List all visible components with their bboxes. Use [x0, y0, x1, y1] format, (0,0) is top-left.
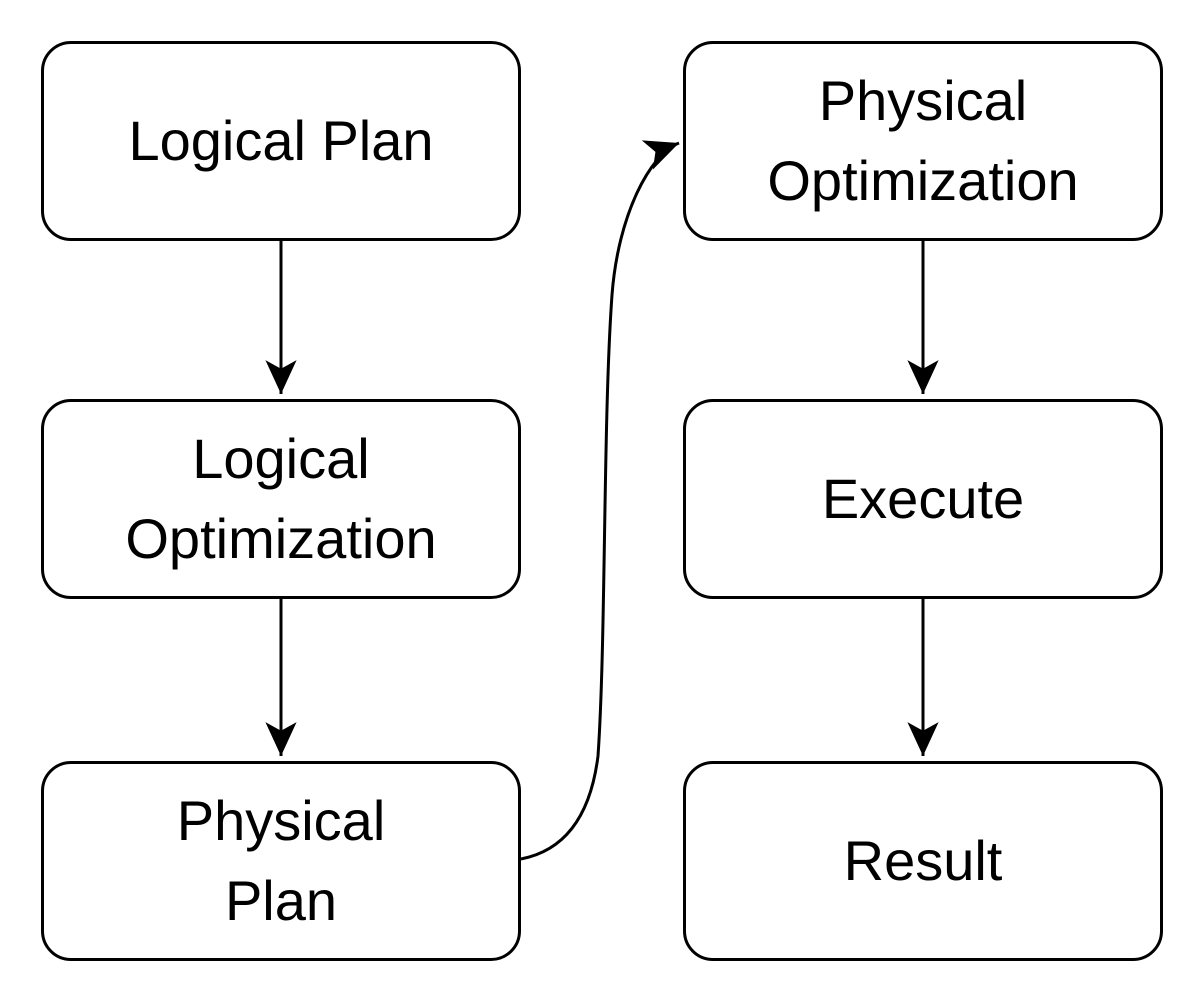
node-logical-plan-label: Logical Plan	[128, 109, 434, 172]
node-result-label: Result	[843, 829, 1003, 892]
node-physical-optimization: Physical Optimization	[683, 41, 1163, 241]
edge-physical-plan-to-physical-optimization	[520, 140, 680, 861]
node-execute-label: Execute	[821, 467, 1025, 530]
node-execute: Execute	[683, 399, 1163, 599]
node-logical-plan: Logical Plan	[41, 41, 521, 241]
node-physical-optimization-label: Physical Optimization	[767, 69, 1079, 212]
node-physical-plan-label: Physical Plan	[176, 789, 386, 932]
node-logical-optimization: Logical Optimization	[41, 399, 521, 599]
node-physical-plan: Physical Plan	[41, 761, 521, 961]
node-logical-optimization-label: Logical Optimization	[125, 427, 437, 570]
node-result: Result	[683, 761, 1163, 961]
